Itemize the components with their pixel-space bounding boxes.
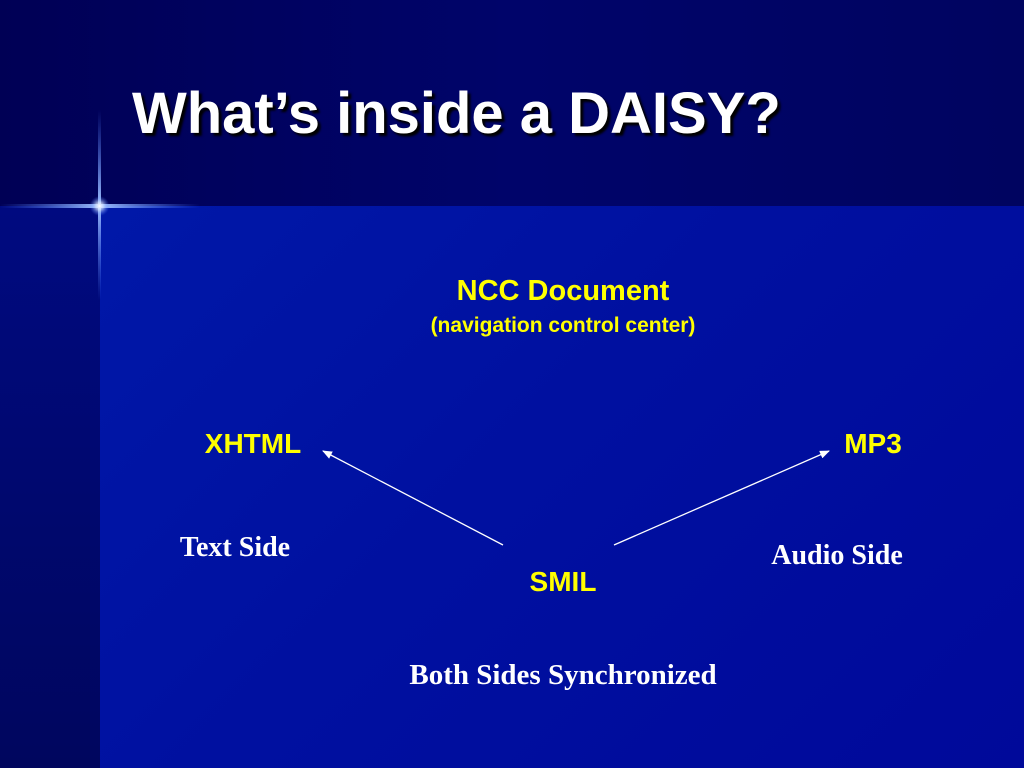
ncc-document-subtitle: (navigation control center) (430, 314, 696, 337)
content-panel (100, 206, 1024, 768)
slide-title: What’s inside a DAISY? (132, 81, 781, 146)
text-side-caption: Text Side (179, 532, 291, 563)
xhtml-node: XHTML (204, 428, 302, 459)
arrow-smil-to-mp3 (613, 450, 830, 546)
audio-side-caption: Audio Side (771, 540, 903, 571)
title-band (0, 0, 1024, 206)
ncc-document-label: NCC Document (456, 275, 670, 307)
left-band (0, 206, 100, 768)
smil-node: SMIL (529, 566, 597, 597)
both-sides-caption: Both Sides Synchronized (409, 659, 717, 691)
arrow-smil-to-xhtml (322, 450, 504, 546)
mp3-node: MP3 (844, 428, 902, 459)
